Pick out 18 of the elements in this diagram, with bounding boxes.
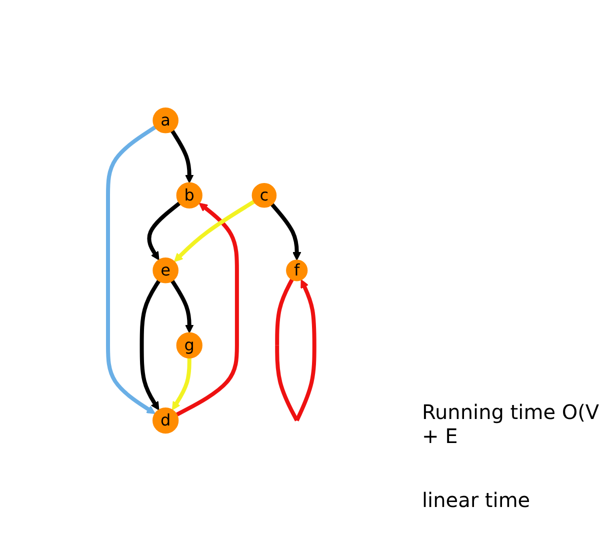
arrow (140, 280, 160, 411)
node-circle: a (152, 108, 178, 134)
note-text: linear time (422, 488, 532, 512)
arrow (172, 358, 192, 411)
arrow (274, 279, 316, 422)
arrow (170, 280, 194, 334)
note-text: Running time O(V + E (422, 400, 600, 448)
arrow (147, 202, 181, 261)
arrow (270, 204, 302, 261)
node-circle: e (152, 258, 178, 284)
node-circle: c (252, 183, 276, 208)
node-circle: d (152, 408, 178, 434)
node-circle: g (176, 332, 202, 359)
node-circle: b (176, 182, 202, 209)
arrow (106, 126, 156, 414)
node-circle: f (286, 260, 308, 282)
arrow (170, 130, 194, 184)
arrow (174, 200, 255, 262)
